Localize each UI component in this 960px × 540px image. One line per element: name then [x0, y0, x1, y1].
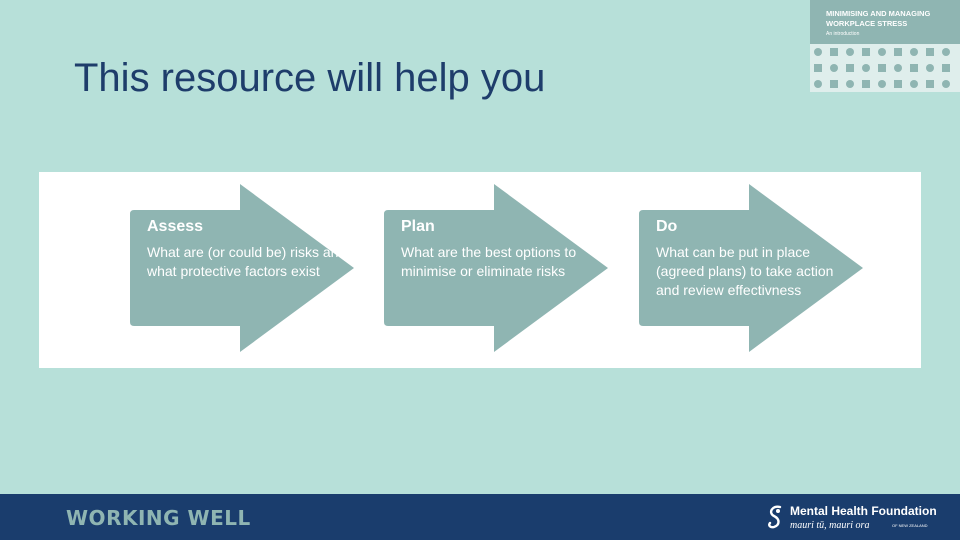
step-heading: Do — [656, 218, 856, 236]
step-do: Do What can be put in place (agreed plan… — [639, 182, 865, 356]
step-assess: Assess What are (or could be) risks and … — [130, 182, 356, 356]
mental-health-foundation-logo: Mental Health Foundation mauri tū, mauri… — [766, 501, 946, 535]
org-region: OF NEW ZEALAND — [892, 523, 928, 528]
org-name: Mental Health Foundation — [790, 504, 937, 518]
working-well-logo: WORKING WELL — [66, 506, 251, 530]
slide-title: This resource will help you — [74, 56, 545, 101]
footer-bar: WORKING WELL Mental Health Foundation ma… — [0, 494, 960, 540]
cover-subtitle: An introduction — [826, 31, 859, 37]
step-description: What are (or could be) risks and what pr… — [147, 243, 347, 281]
step-description: What can be put in place (agreed plans) … — [656, 243, 856, 300]
process-panel: Assess What are (or could be) risks and … — [39, 172, 921, 368]
step-heading: Plan — [401, 218, 601, 236]
koru-icon — [766, 503, 786, 533]
cover-title: MINIMISING AND MANAGING WORKPLACE STRESS — [826, 9, 956, 28]
resource-cover-thumbnail: MINIMISING AND MANAGING WORKPLACE STRESS… — [810, 0, 960, 92]
cover-icon-pattern — [810, 44, 960, 92]
org-tagline: mauri tū, mauri ora — [790, 520, 869, 531]
step-description: What are the best options to minimise or… — [401, 243, 601, 281]
step-heading: Assess — [147, 218, 347, 236]
step-plan: Plan What are the best options to minimi… — [384, 182, 610, 356]
